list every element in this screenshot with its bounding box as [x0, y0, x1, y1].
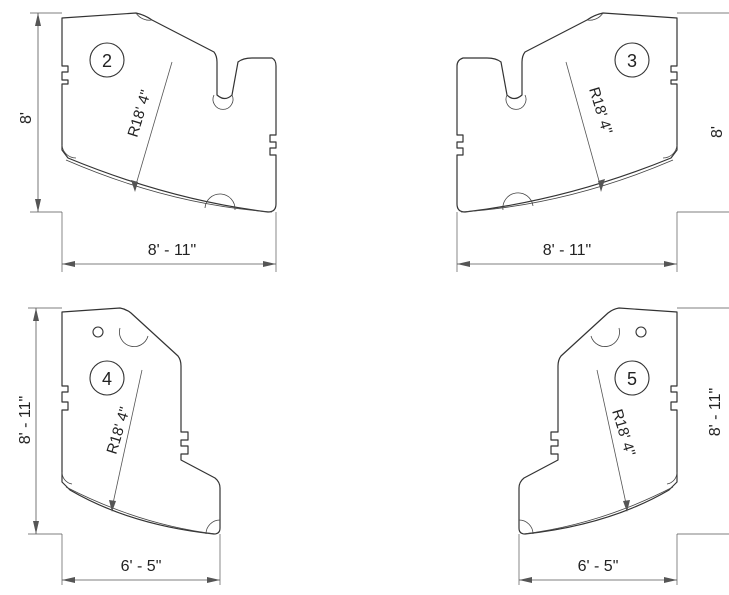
- panel-5-radius-arrowhead: [623, 500, 630, 512]
- panel-5-radius-edge: [522, 486, 674, 535]
- panel-2-height-arrow-bottom: [35, 199, 41, 212]
- panel-5: 5 R18' 4" 8' - 11" 6' - 5": [518, 307, 729, 585]
- panel-3-number: 3: [627, 51, 637, 71]
- panel-3-radius-arrowhead: [598, 179, 605, 192]
- panel-2-number: 2: [102, 51, 112, 71]
- panel-2: 2 R18' 4" 8' 8' - 11": [18, 12, 277, 272]
- panel-2-corner-notch-left: [61, 144, 77, 159]
- panel-2-radius-leader: [134, 61, 173, 189]
- panel-4-number: 4: [102, 369, 112, 389]
- panel-5-number: 5: [627, 369, 637, 389]
- panel-4-outline: [61, 307, 221, 535]
- panel-4-radius-edge: [65, 486, 217, 535]
- panel-2-number-circle: [89, 42, 125, 78]
- panel-2-radius-arrowhead: [131, 180, 138, 192]
- panel-5-bolt-hole: [635, 326, 647, 338]
- panel-5-width-arrow-left: [519, 577, 532, 583]
- panel-2-corner-notch-top: [135, 12, 153, 21]
- panel-4-number-circle: [89, 360, 125, 396]
- panel-4-height-arrow-bottom: [33, 521, 39, 534]
- panel-2-width-label: 8' - 11": [148, 242, 196, 259]
- panel-5-corner-notch-top: [590, 327, 620, 347]
- panel-5-width-arrow-right: [664, 577, 677, 583]
- panel-2-corner-notch-bottom: [204, 193, 236, 211]
- panel-5-width-label: 6' - 5": [578, 558, 619, 575]
- panel-3-outline: [456, 12, 678, 213]
- panel-2-width-arrow-left: [62, 261, 75, 267]
- panel-3-height-label: 8': [709, 126, 726, 138]
- panel-2-height-label: 8': [18, 112, 35, 124]
- panel-2-radius-edge: [65, 159, 273, 213]
- panel-5-outline: [518, 307, 678, 535]
- panel-3-width-label: 8' - 11": [543, 242, 591, 259]
- panel-4-corner-notch-top: [119, 327, 149, 347]
- panel-5-corner-notch-bottom: [518, 519, 534, 535]
- panel-4-bolt-hole: [92, 326, 104, 338]
- panel-4-radius-arrowhead: [109, 500, 116, 512]
- panel-5-height-label: 8' - 11": [707, 388, 724, 436]
- panel-3-number-circle: [614, 42, 650, 78]
- panel-4-corner-notch-bottom: [205, 519, 221, 535]
- panel-3-corner-notch-bottom: [502, 192, 534, 211]
- panel-4-width-arrow-left: [62, 577, 75, 583]
- panel-4-height-label: 8' - 11": [17, 396, 34, 444]
- panel-3-keyhole: [505, 94, 527, 110]
- panel-3-width-arrow-left: [457, 261, 470, 267]
- panel-4-corner-notch-left: [61, 471, 73, 485]
- panel-5-number-circle: [614, 360, 650, 396]
- panel-4-radius-leader: [111, 369, 143, 509]
- panel-2-keyhole: [212, 94, 234, 110]
- panel-3: 3 R18' 4" 8' 8' - 11": [456, 12, 729, 272]
- panel-2-outline: [61, 12, 277, 213]
- panel-5-radius-leader: [596, 369, 628, 509]
- panel-2-width-arrow-right: [263, 261, 276, 267]
- panel-4-height-arrow-top: [33, 308, 39, 321]
- panel-4-width-label: 6' - 5": [121, 558, 162, 575]
- panel-4-width-arrow-right: [207, 577, 220, 583]
- panel-3-radius-leader: [565, 61, 602, 189]
- panel-3-corner-notch-right: [662, 144, 678, 159]
- panel-5-corner-notch-right: [666, 471, 678, 485]
- panel-3-radius-edge: [460, 159, 674, 213]
- panel-3-corner-notch-top: [586, 12, 604, 21]
- panel-4: 4 R18' 4" 8' - 11" 6' - 5": [17, 307, 221, 585]
- panel-3-width-arrow-right: [664, 261, 677, 267]
- panel-2-height-arrow-top: [35, 13, 41, 26]
